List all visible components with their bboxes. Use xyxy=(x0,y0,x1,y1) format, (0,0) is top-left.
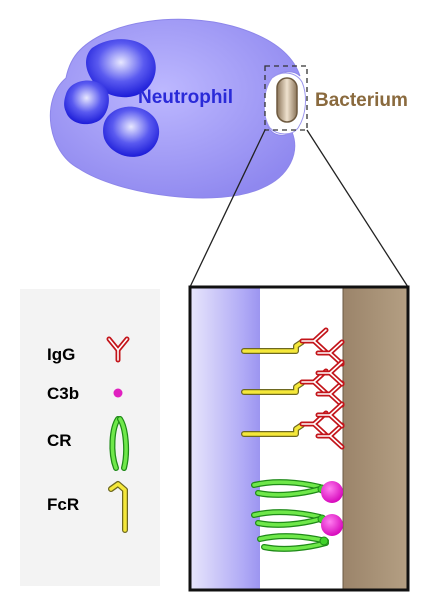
zoom-detail-panel xyxy=(188,285,410,592)
neutrophil-nucleus xyxy=(64,39,160,157)
zoom-panel-border xyxy=(188,285,410,592)
c3b-dot-icon xyxy=(113,388,123,398)
bacterium-label: Bacterium xyxy=(315,90,408,111)
neutrophil-label: Neutrophil xyxy=(138,87,233,108)
legend-label-igg: IgG xyxy=(47,345,75,364)
cr-c3b-complex-2 xyxy=(254,512,343,536)
fc-receptor-icon xyxy=(108,481,128,533)
legend-label-cr: CR xyxy=(47,431,72,450)
legend-label-c3b: C3b xyxy=(47,384,79,403)
igg-antibody-icon xyxy=(106,336,130,363)
neutrophil-membrane xyxy=(190,287,260,590)
bacterium-small xyxy=(276,77,298,123)
neutrophil-cell xyxy=(49,18,306,199)
cr-c3b-complex-1 xyxy=(254,481,343,503)
zoom-selection-box xyxy=(264,65,308,131)
zoom-line-right xyxy=(306,129,409,288)
legend-label-fcr: FcR xyxy=(47,495,79,514)
cr-c3b-complex-3 xyxy=(260,536,328,549)
complement-receptor-icon xyxy=(109,416,130,471)
bacterial-wall xyxy=(343,287,408,590)
legend-panel: IgG C3b CR FcR xyxy=(20,289,160,586)
zoom-line-left xyxy=(189,129,266,288)
